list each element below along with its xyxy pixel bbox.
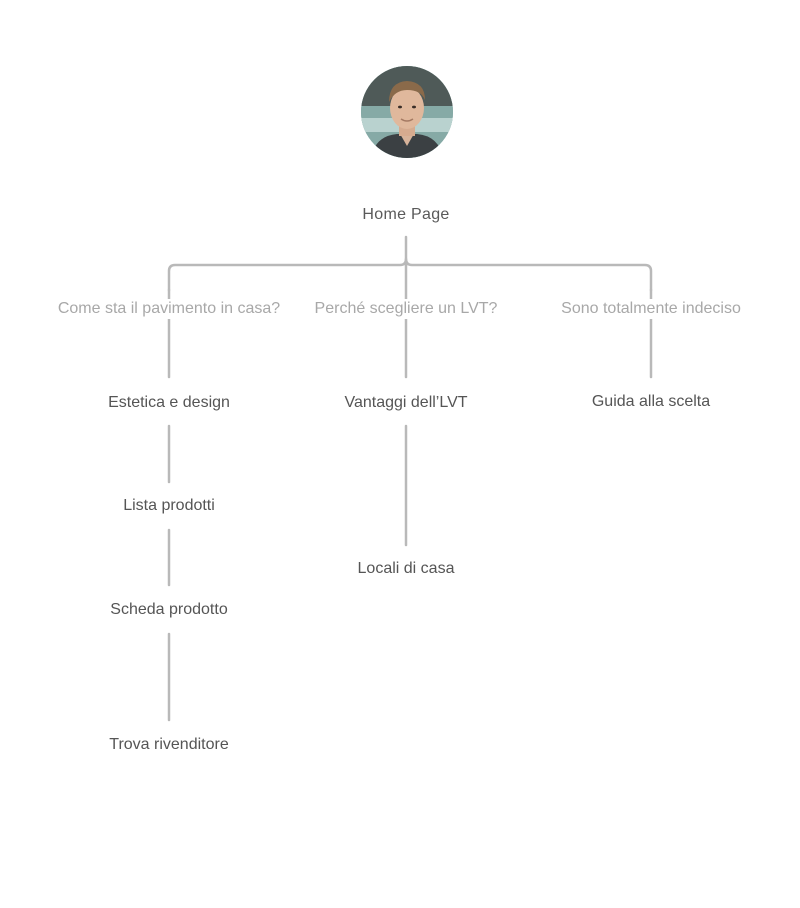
category-label[interactable]: Perché scegliere un LVT? xyxy=(310,299,502,319)
avatar xyxy=(361,66,453,158)
page-node[interactable]: Vantaggi dell’LVT xyxy=(340,393,472,413)
page-node[interactable]: Estetica e design xyxy=(104,393,234,413)
page-node[interactable]: Trova rivenditore xyxy=(105,735,233,755)
page-node[interactable]: Locali di casa xyxy=(353,559,459,579)
category-label[interactable]: Sono totalmente indeciso xyxy=(557,299,745,319)
page-node[interactable]: Scheda prodotto xyxy=(106,600,232,620)
page-node[interactable]: Guida alla scelta xyxy=(587,392,715,412)
user-photo-avatar-icon xyxy=(361,66,453,158)
page-node[interactable]: Lista prodotti xyxy=(119,496,219,516)
sitemap-root[interactable]: Home Page xyxy=(358,205,454,225)
category-label[interactable]: Come sta il pavimento in casa? xyxy=(53,299,285,319)
branch-bar xyxy=(167,257,653,292)
